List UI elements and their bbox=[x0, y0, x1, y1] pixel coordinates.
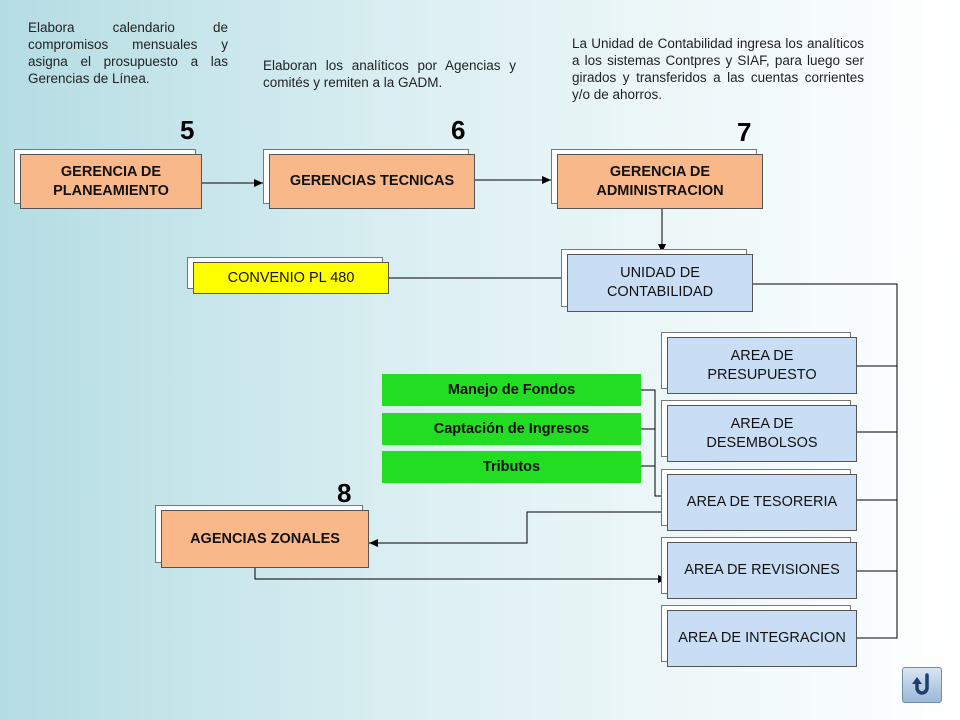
arrow-agencias-revisiones bbox=[254, 566, 667, 583]
note-planeamiento: Elabora calendario de compromisos mensua… bbox=[28, 20, 228, 86]
tributos-box: Tributos bbox=[382, 451, 641, 483]
area-desembolsos-box: AREA DE DESEMBOLSOS bbox=[667, 405, 857, 462]
unidad-contabilidad-box: UNIDAD DE CONTABILIDAD bbox=[567, 254, 753, 312]
area-integracion-box: AREA DE INTEGRACION bbox=[667, 610, 857, 667]
bracket-green-tesoreria bbox=[641, 389, 667, 497]
area-presupuesto-box: AREA DE PRESUPUESTO bbox=[667, 337, 857, 394]
return-arrow-icon bbox=[912, 673, 929, 695]
step-number-6: 6 bbox=[451, 115, 466, 145]
convenio-pl480-box: CONVENIO PL 480 bbox=[193, 262, 389, 294]
area-tesoreria-box: AREA DE TESORERIA bbox=[667, 474, 857, 531]
captacion-ingresos-box: Captación de Ingresos bbox=[382, 413, 641, 445]
arrow-tesoreria-agencias bbox=[369, 511, 667, 547]
return-button[interactable] bbox=[902, 667, 942, 703]
bracket-contabilidad-areas bbox=[753, 283, 898, 639]
step-number-8: 8 bbox=[337, 478, 352, 508]
gerencias-tecnicas-box: GERENCIAS TECNICAS bbox=[269, 154, 475, 209]
step-number-5: 5 bbox=[180, 115, 195, 145]
agencias-zonales-box: AGENCIAS ZONALES bbox=[161, 510, 369, 568]
manejo-fondos-box: Manejo de Fondos bbox=[382, 374, 641, 406]
step-number-7: 7 bbox=[737, 117, 752, 147]
note-tecnicas: Elaboran los analíticos por Agencias y c… bbox=[263, 58, 516, 90]
area-revisiones-box: AREA DE REVISIONES bbox=[667, 542, 857, 599]
gerencia-administracion-box: GERENCIA DE ADMINISTRACION bbox=[557, 154, 763, 209]
note-contabilidad: La Unidad de Contabilidad ingresa los an… bbox=[572, 36, 864, 102]
gerencia-planeamiento-box: GERENCIA DE PLANEAMIENTO bbox=[20, 154, 202, 209]
